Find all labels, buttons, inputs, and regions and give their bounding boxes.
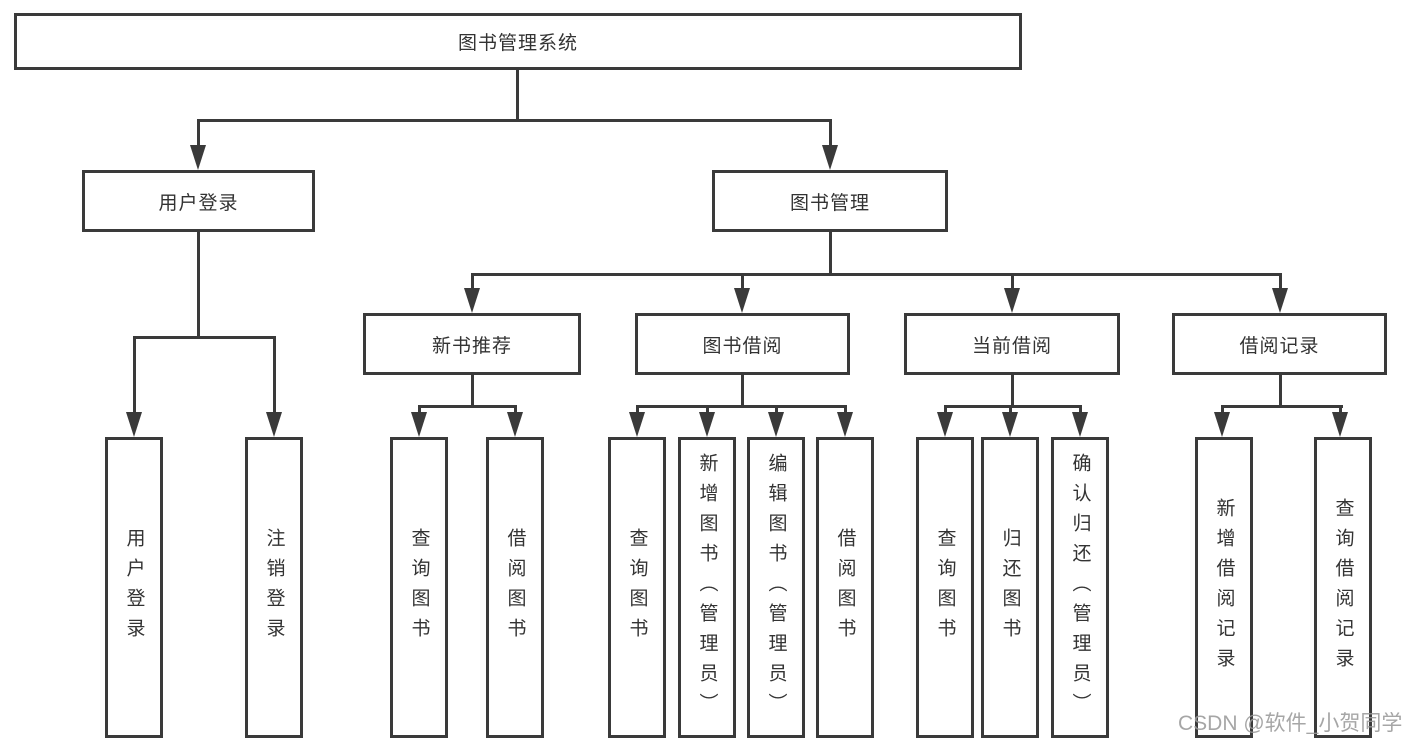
connector-line xyxy=(197,119,200,147)
node-label: 借阅记录 xyxy=(1239,335,1320,357)
node-leaf-user-login: 用户登录 xyxy=(105,437,163,738)
connector-line xyxy=(636,405,639,414)
node-label: 查询借阅记录 xyxy=(1332,497,1354,678)
node-book-management: 图书管理 xyxy=(712,170,948,232)
node-leaf-edit-books-admin: 编辑图书（管理员） xyxy=(747,437,805,738)
node-leaf-query-books-current: 查询图书 xyxy=(916,437,974,738)
connector-line xyxy=(829,119,832,147)
connector-line xyxy=(1339,405,1342,414)
node-current-borrowing: 当前借阅 xyxy=(904,313,1120,375)
node-leaf-confirm-return-admin: 确认归还（管理员） xyxy=(1051,437,1109,738)
connector-line xyxy=(197,232,200,337)
connector-line xyxy=(741,273,744,291)
arrowhead-icon xyxy=(822,145,838,170)
node-label: 图书管理 xyxy=(789,192,870,214)
arrowhead-icon xyxy=(1332,412,1348,437)
node-label: 用户登录 xyxy=(158,192,239,214)
connector-line xyxy=(418,405,517,408)
node-leaf-add-books-admin: 新增图书（管理员） xyxy=(678,437,736,738)
arrowhead-icon xyxy=(126,412,142,437)
node-label: 确认归还（管理员） xyxy=(1069,452,1091,723)
connector-line xyxy=(1221,405,1343,408)
node-label: 查询图书 xyxy=(626,527,648,648)
node-label: 当前借阅 xyxy=(971,335,1052,357)
connector-line xyxy=(775,405,778,414)
node-label: 查询图书 xyxy=(934,527,956,648)
node-new-book-recommend: 新书推荐 xyxy=(363,313,581,375)
connector-line xyxy=(273,336,276,416)
connector-line xyxy=(471,273,474,291)
node-label: 借阅图书 xyxy=(834,527,856,648)
arrowhead-icon xyxy=(629,412,645,437)
arrowhead-icon xyxy=(734,288,750,313)
connector-line xyxy=(516,70,519,119)
arrowhead-icon xyxy=(1214,412,1230,437)
connector-line xyxy=(829,232,832,274)
node-leaf-query-books-recommend: 查询图书 xyxy=(390,437,448,738)
node-label: 图书借阅 xyxy=(702,335,783,357)
node-label: 编辑图书（管理员） xyxy=(765,452,787,723)
node-leaf-query-books-borrowing: 查询图书 xyxy=(608,437,666,738)
connector-line xyxy=(1011,375,1014,406)
connector-line xyxy=(636,405,846,408)
node-label: 借阅图书 xyxy=(504,527,526,648)
connector-line xyxy=(1079,405,1082,414)
arrowhead-icon xyxy=(464,288,480,313)
node-user-login: 用户登录 xyxy=(82,170,315,232)
arrowhead-icon xyxy=(699,412,715,437)
node-label: 归还图书 xyxy=(999,527,1021,648)
arrowhead-icon xyxy=(507,412,523,437)
connector-line xyxy=(944,405,1081,408)
node-label: 新书推荐 xyxy=(431,335,512,357)
arrowhead-icon xyxy=(1272,288,1288,313)
connector-line xyxy=(1221,405,1224,414)
node-root-system: 图书管理系统 xyxy=(14,13,1022,70)
connector-line xyxy=(133,336,276,339)
connector-line xyxy=(133,336,136,416)
connector-line xyxy=(1279,375,1282,406)
node-label: 查询图书 xyxy=(408,527,430,648)
arrowhead-icon xyxy=(1004,288,1020,313)
arrowhead-icon xyxy=(937,412,953,437)
arrowhead-icon xyxy=(768,412,784,437)
connector-line xyxy=(471,273,1281,276)
node-borrowing-records: 借阅记录 xyxy=(1172,313,1387,375)
node-label: 新增借阅记录 xyxy=(1213,497,1235,678)
arrowhead-icon xyxy=(1072,412,1088,437)
node-label: 新增图书（管理员） xyxy=(696,452,718,723)
arrowhead-icon xyxy=(190,145,206,170)
connector-line xyxy=(418,405,421,414)
node-leaf-query-borrow-record: 查询借阅记录 xyxy=(1314,437,1372,738)
connector-line xyxy=(706,405,709,414)
node-label: 图书管理系统 xyxy=(457,33,578,54)
connector-line xyxy=(1009,405,1012,414)
connector-line xyxy=(844,405,847,414)
node-leaf-borrow-books-recommend: 借阅图书 xyxy=(486,437,544,738)
connector-line xyxy=(471,375,474,406)
connector-line xyxy=(1011,273,1014,291)
node-label: 用户登录 xyxy=(123,527,145,648)
connector-line xyxy=(741,375,744,406)
node-leaf-add-borrow-record: 新增借阅记录 xyxy=(1195,437,1253,738)
csdn-watermark: CSDN @软件_小贺同学 xyxy=(1178,712,1403,735)
node-leaf-logout: 注销登录 xyxy=(245,437,303,738)
connector-line xyxy=(514,405,517,414)
connector-line xyxy=(944,405,947,414)
node-label: 注销登录 xyxy=(263,527,285,648)
node-book-borrowing: 图书借阅 xyxy=(635,313,850,375)
arrowhead-icon xyxy=(1002,412,1018,437)
arrowhead-icon xyxy=(266,412,282,437)
node-leaf-borrow-books: 借阅图书 xyxy=(816,437,874,738)
arrowhead-icon xyxy=(411,412,427,437)
connector-line xyxy=(197,119,832,122)
connector-line xyxy=(1279,273,1282,291)
node-leaf-return-books: 归还图书 xyxy=(981,437,1039,738)
arrowhead-icon xyxy=(837,412,853,437)
